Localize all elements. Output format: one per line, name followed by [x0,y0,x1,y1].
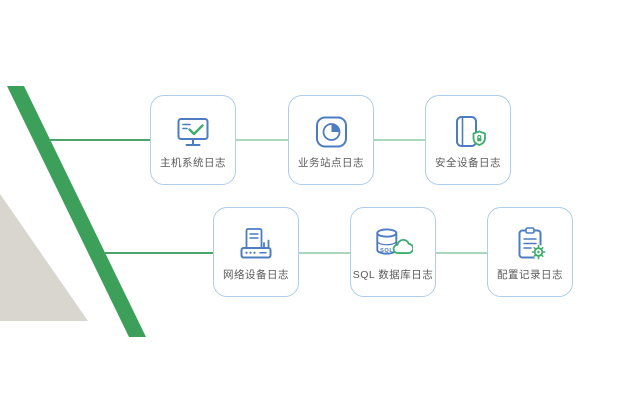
pie-chart-icon [311,112,351,152]
config-document-gear-icon [510,224,550,264]
svg-text:SQL: SQL [380,248,393,254]
green-diagonal-stripe [7,86,146,337]
card-label: 网络设备日志 [223,268,289,281]
card-host-system-log: 主机系统日志 [150,95,236,185]
network-device-icon [236,224,276,264]
connector-row2-gap1 [299,252,350,254]
gray-triangle [0,194,88,321]
card-label: 配置记录日志 [497,268,563,281]
card-label: 主机系统日志 [160,156,226,169]
card-label: 业务站点日志 [298,156,364,169]
connector-row2-main [104,252,213,254]
card-security-device-log: 安全设备日志 [425,95,511,185]
security-book-lock-icon [448,112,488,152]
connector-row1-gap2 [374,139,425,141]
card-label: 安全设备日志 [435,156,501,169]
monitor-check-icon [173,112,213,152]
card-network-device-log: 网络设备日志 [213,207,299,297]
card-sql-database-log: SQL SQL 数据库日志 [350,207,436,297]
sql-database-cloud-icon: SQL [373,224,413,264]
card-business-site-log: 业务站点日志 [288,95,374,185]
connector-row2-gap2 [436,252,487,254]
card-config-record-log: 配置记录日志 [487,207,573,297]
connector-row1-gap1 [236,139,288,141]
connector-row1-main [49,139,150,141]
card-label: SQL 数据库日志 [352,268,434,281]
